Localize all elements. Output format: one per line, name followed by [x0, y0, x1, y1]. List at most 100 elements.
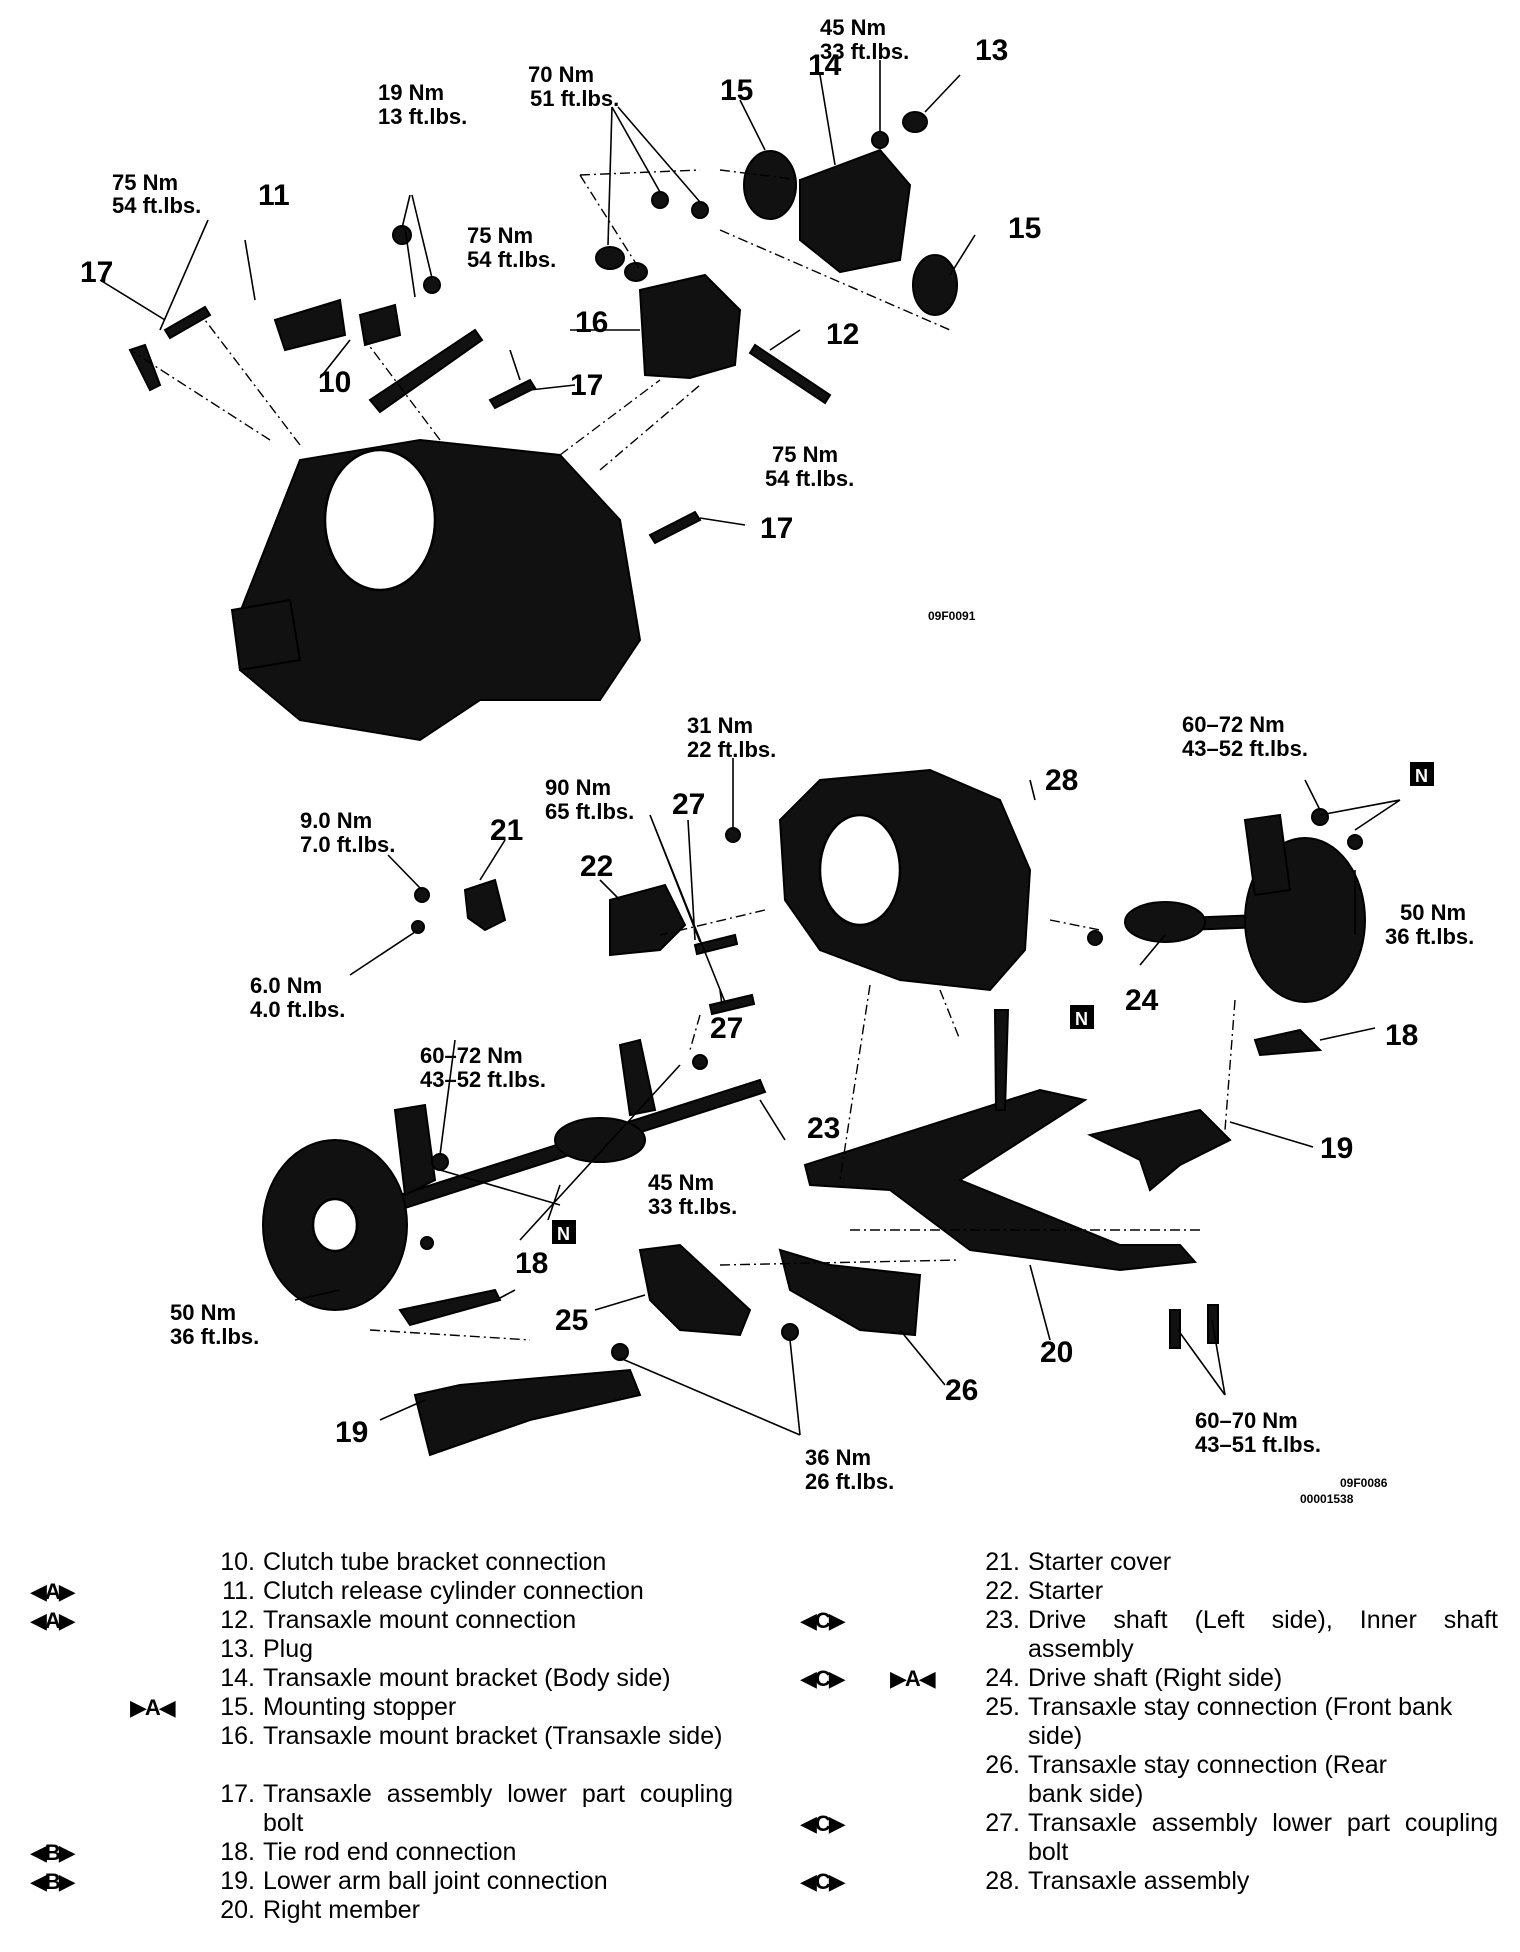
legend-item-23: ◀C▶ 23. Drive shaft (Left side), Inner s… [760, 1606, 1500, 1664]
knuckle-left [393, 1103, 437, 1197]
legend-item-24: ◀C▶ ▶A◀ 24. Drive shaft (Right side) [760, 1664, 1500, 1693]
bolt-70-b [691, 201, 709, 219]
figure-code-top: 09F0091 [928, 609, 976, 623]
torque-70-nm: 70 Nm [528, 62, 594, 87]
torque-60-72-right-ftlbs: 43–52 ft.lbs. [1182, 736, 1308, 761]
torque-50-right-nm: 50 Nm [1400, 900, 1466, 925]
legend-text: Lower arm ball joint connection [263, 1867, 608, 1895]
torque-60-70-ftlbs: 43–51 ft.lbs. [1195, 1432, 1321, 1457]
callout-26: 26 [945, 1374, 978, 1407]
callout-25: 25 [555, 1304, 588, 1337]
torque-45-bottom-ftlbs: 33 ft.lbs. [648, 1194, 737, 1219]
legend-item-13: 13. Plug [0, 1635, 740, 1664]
plug-nut-a [595, 246, 625, 270]
legend-item-26: 26. Transaxle stay connection (Rear bank… [760, 1751, 1500, 1809]
exploded-diagram: 75 Nm 54 ft.lbs. 19 Nm 13 ft.lbs. 70 Nm … [80, 15, 1474, 1506]
torque-75-b-nm: 75 Nm [467, 223, 533, 248]
callout-28: 28 [1045, 764, 1078, 797]
torque-45-ftlbs: 33 ft.lbs. [820, 39, 909, 64]
bolt-45nm [692, 1054, 708, 1070]
bolt-36-a [611, 1343, 629, 1361]
plug-nut-b [624, 262, 648, 282]
nut-n-right [1087, 930, 1103, 946]
legend-item-25: 25. Transaxle stay connection (Front ban… [760, 1693, 1500, 1751]
callout-18-right: 18 [1385, 1019, 1418, 1052]
clutch-release-cylinder [273, 298, 347, 352]
svg-text:N: N [1075, 1009, 1088, 1029]
legend-item-21: 21. Starter cover [760, 1548, 1500, 1577]
legend-item-16: 16. Transaxle mount bracket (Transaxle s… [0, 1722, 740, 1780]
n-marker-left: N [552, 1220, 576, 1244]
mounting-stopper-a [743, 150, 797, 220]
transaxle-assembly-bottom [778, 768, 1032, 992]
legend-item-22: 22. Starter [760, 1577, 1500, 1606]
legend-number: 21. [985, 1548, 1020, 1576]
legend-text: Transaxle mount connection [263, 1606, 577, 1634]
n-marker-right-bottom: N [1070, 1005, 1094, 1029]
bolt-31nm [725, 827, 741, 843]
bolt-27-lower [708, 993, 756, 1016]
member-stud [993, 1009, 1010, 1111]
callout-23: 23 [807, 1112, 840, 1145]
nut-n-left [420, 1236, 434, 1250]
transaxle-assembly-top [233, 438, 642, 742]
legend-text: Transaxle assembly lower part coupling b… [1028, 1809, 1498, 1866]
legend-text: Mounting stopper [263, 1693, 457, 1721]
legend-text: Right member [263, 1896, 420, 1924]
torque-50-right-ftlbs: 36 ft.lbs. [1385, 924, 1474, 949]
legend-number: 12. [220, 1606, 255, 1634]
right-member [803, 1088, 1198, 1272]
legend-item-27: ◀C▶ 27. Transaxle assembly lower part co… [760, 1809, 1500, 1867]
starter-cover [463, 878, 507, 932]
legend-mark: ◀C▶ [800, 1666, 846, 1691]
figure-code-small: 09F0086 [1340, 1476, 1388, 1490]
callout-14: 14 [808, 49, 842, 82]
bolt-27-upper [693, 933, 739, 956]
legend-number: 11. [222, 1577, 255, 1605]
callout-19-left: 19 [335, 1416, 368, 1449]
bolt-17-middle [488, 378, 537, 410]
torque-31-ftlbs: 22 ft.lbs. [687, 737, 776, 762]
torque-75-b-ftlbs: 54 ft.lbs. [467, 247, 556, 272]
torque-45-nm: 45 Nm [820, 15, 886, 40]
svg-text:N: N [1415, 766, 1428, 786]
torque-6-nm: 6.0 Nm [250, 973, 322, 998]
callout-15-b: 15 [1008, 212, 1041, 245]
svg-text:N: N [557, 1224, 570, 1244]
legend-text: Plug [263, 1635, 314, 1663]
legend-text: Starter cover [1028, 1548, 1172, 1576]
legend-number: 25. [985, 1693, 1020, 1721]
lower-arm-left [413, 1368, 642, 1457]
torque-75-a-nm: 75 Nm [112, 170, 178, 195]
legend-number: 26. [985, 1751, 1020, 1779]
torque-36-nm: 36 Nm [805, 1445, 871, 1470]
callout-19-right: 19 [1320, 1132, 1353, 1165]
torque-50-left-ftlbs: 36 ft.lbs. [170, 1324, 259, 1349]
torque-75-a-ftlbs: 54 ft.lbs. [112, 193, 201, 218]
torque-36-ftlbs: 26 ft.lbs. [805, 1469, 894, 1494]
figure-code-bottom: 00001538 [1300, 1492, 1354, 1506]
legend-item-11: ◀A▶ 11. Clutch release cylinder connecti… [0, 1577, 740, 1606]
legend-text: Transaxle assembly lower part coupling b… [263, 1780, 733, 1837]
bolt-19-b [423, 276, 441, 294]
drive-shaft-right-boot [1124, 901, 1206, 943]
clutch-tube [368, 328, 484, 414]
callout-11: 11 [258, 179, 290, 212]
legend-text: Transaxle stay connection (Rear bank sid… [1028, 1751, 1387, 1808]
legend-text: Drive shaft (Right side) [1028, 1664, 1283, 1692]
legend-mark: ◀C▶ [800, 1608, 846, 1633]
legend-item-28: ◀C▶ 28. Transaxle assembly [760, 1867, 1500, 1896]
legend-text: Transaxle mount bracket (Body side) [263, 1664, 671, 1692]
legend-text: Clutch release cylinder connection [263, 1577, 644, 1605]
legend-text: Transaxle assembly [1028, 1867, 1250, 1895]
legend-number: 13. [220, 1635, 255, 1663]
legend-item-14: 14. Transaxle mount bracket (Body side) [0, 1664, 740, 1693]
knuckle-right [1243, 813, 1292, 897]
bellhousing-opening [323, 448, 437, 592]
legend-text: Transaxle mount bracket (Transaxle side) [263, 1722, 723, 1750]
drive-shaft-left-boot [554, 1117, 646, 1163]
legend-mark: ◀B▶ [30, 1869, 76, 1894]
callout-12: 12 [826, 318, 859, 351]
legend-number: 14. [220, 1664, 255, 1692]
callout-27-lower: 27 [710, 1012, 743, 1045]
